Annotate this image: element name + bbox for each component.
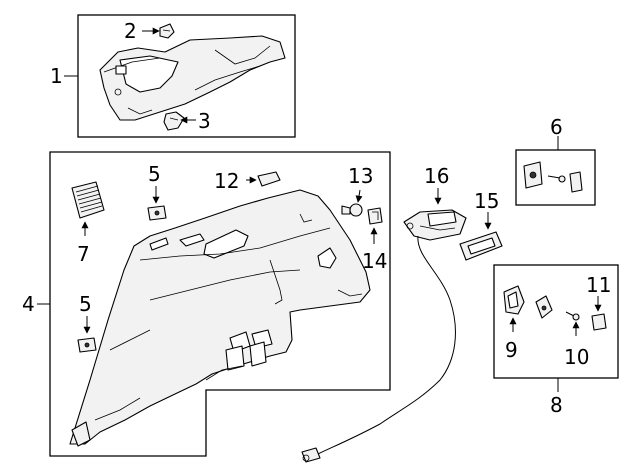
callout-6: 6	[550, 115, 563, 139]
plug-12[interactable]	[257, 171, 281, 187]
callout-8: 8	[550, 393, 563, 417]
callout-11: 11	[586, 273, 611, 297]
release-cable	[317, 235, 456, 455]
group-4-frame	[49, 151, 391, 457]
group-6-frame	[515, 149, 596, 206]
callout-14: 14	[362, 249, 387, 273]
handle-bezel-15[interactable]	[459, 231, 503, 261]
retainer-9b[interactable]	[535, 295, 553, 319]
clip-5-upper[interactable]	[147, 205, 167, 221]
callout-7: 7	[77, 242, 90, 266]
callout-5-upper: 5	[148, 162, 161, 186]
callout-5-lower: 5	[79, 292, 92, 316]
callout-16: 16	[424, 164, 449, 188]
callout-9: 9	[505, 338, 518, 362]
grille-7[interactable]	[71, 181, 105, 219]
callout-10: 10	[564, 345, 589, 369]
upper-quarter-trim-panel[interactable]	[99, 35, 286, 121]
clip-3[interactable]	[163, 111, 185, 131]
lower-quarter-trim-panel[interactable]	[69, 189, 371, 447]
callout-1: 1	[50, 64, 63, 88]
group-8-bracket-kit: 8 9 10 11	[493, 264, 619, 417]
callout-15: 15	[474, 189, 499, 213]
screw-10[interactable]	[565, 311, 580, 321]
callout-3: 3	[198, 109, 211, 133]
screw-6b[interactable]	[547, 175, 566, 183]
clip-6c[interactable]	[569, 171, 583, 193]
group-6-bracket-kit: 6	[515, 115, 596, 206]
bezel-9[interactable]	[503, 285, 525, 315]
callout-13-arrow	[355, 189, 363, 203]
group-1-upper-trim: 1 2 3	[50, 14, 296, 138]
clip-2[interactable]	[159, 23, 175, 39]
retainer-14[interactable]	[367, 207, 383, 225]
push-pin-13[interactable]	[341, 203, 363, 217]
clip-11[interactable]	[591, 313, 607, 331]
callout-4: 4	[22, 292, 35, 316]
callout-13: 13	[348, 164, 373, 188]
clip-5-lower[interactable]	[77, 337, 97, 353]
release-handle-16[interactable]	[403, 209, 467, 241]
callout-2: 2	[124, 19, 137, 43]
cable-end	[301, 447, 321, 463]
group-8-frame	[493, 264, 619, 379]
callout-12: 12	[214, 169, 239, 193]
bracket-6a[interactable]	[523, 161, 543, 189]
group-4-lower-trim: 4 5	[22, 151, 391, 457]
